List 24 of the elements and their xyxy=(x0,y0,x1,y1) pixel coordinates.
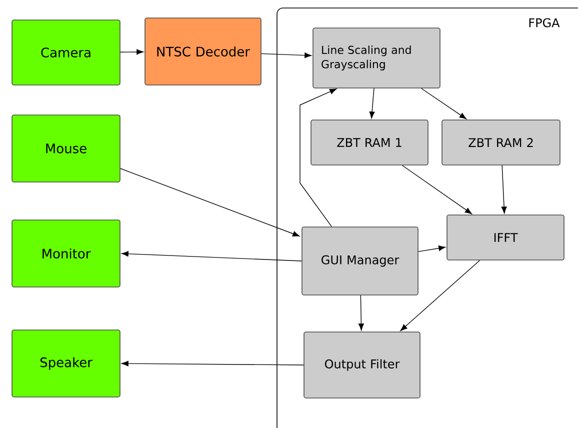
module-box: ZBT RAM 1 xyxy=(310,120,428,166)
arrow xyxy=(261,52,312,58)
device-box: Mouse xyxy=(12,114,120,182)
arrow xyxy=(369,88,375,118)
arrow xyxy=(501,165,507,214)
module-box: Output Filter xyxy=(304,332,420,398)
arrow xyxy=(402,165,472,214)
arrow xyxy=(120,168,300,236)
module-box: IFFT xyxy=(446,214,564,260)
arrow xyxy=(122,360,304,366)
arrow xyxy=(122,251,302,262)
module-box: Line Scaling and Grayscaling xyxy=(312,28,440,88)
arrow xyxy=(300,88,337,227)
module-box: ZBT RAM 2 xyxy=(442,120,560,166)
arrow xyxy=(120,49,144,55)
arrow xyxy=(418,246,446,252)
decoder-box: NTSC Decoder xyxy=(144,18,262,86)
arrow xyxy=(400,260,480,331)
module-box: GUI Manager xyxy=(302,226,418,296)
arrow xyxy=(358,295,364,330)
device-box: Camera xyxy=(12,20,120,86)
arrow xyxy=(420,88,466,120)
device-box: Speaker xyxy=(12,330,120,398)
device-box: Monitor xyxy=(12,220,120,288)
